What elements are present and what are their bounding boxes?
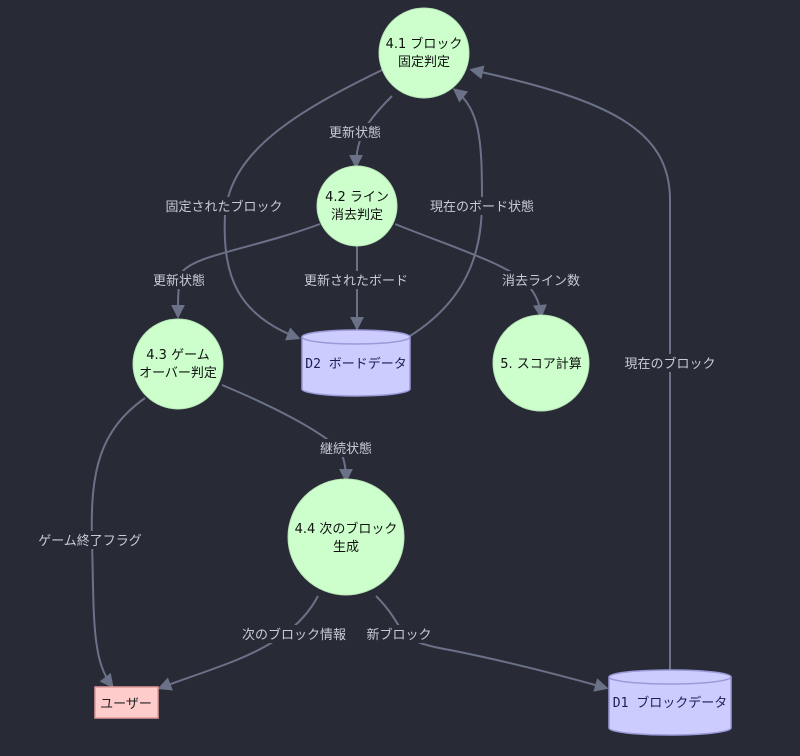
edge-label-e9: ゲーム終了フラグ	[34, 531, 146, 549]
edge-44-to-user	[157, 595, 319, 691]
process-5-label: 5. スコア計算	[500, 356, 582, 372]
process-4-4: 4.4 次のブロック 生成	[287, 478, 405, 596]
edge-43-to-44	[221, 384, 353, 483]
store-d1: D1 ブロックデータ	[608, 669, 732, 736]
edge-42-to-5	[394, 223, 547, 319]
edge-label-e8: 継続状態	[316, 439, 376, 457]
process-4-1-line1: 4.1 ブロック	[386, 36, 463, 52]
edge-label-e7: 現在のブロック	[620, 354, 720, 372]
edge-label-e11: 新ブロック	[362, 625, 436, 643]
process-4-2-line1: 4.2 ライン	[325, 190, 389, 205]
edge-label-e11-text: 新ブロック	[366, 627, 431, 643]
process-4-2-line2: 消去判定	[331, 208, 383, 223]
edge-label-e1-text: 更新状態	[329, 125, 381, 141]
process-4-1: 4.1 ブロック 固定判定	[378, 7, 470, 99]
edge-d1-to-41	[469, 65, 671, 670]
edge-label-e10: 次のブロック情報	[236, 625, 352, 643]
edge-label-e8-text: 継続状態	[320, 441, 372, 457]
edge-label-e2-text: 固定されたブロック	[165, 199, 282, 215]
process-4-3-line2: オーバー判定	[139, 366, 217, 381]
edge-label-e1: 更新状態	[326, 123, 384, 141]
process-4-1-line2: 固定判定	[398, 55, 450, 70]
edge-label-e10-text: 次のブロック情報	[242, 627, 346, 643]
entity-user-label: ユーザー	[100, 697, 152, 712]
process-4-3-line1: 4.3 ゲーム	[146, 348, 209, 363]
edge-label-e4: 更新状態	[149, 271, 209, 289]
edge-label-e3: 現在のボード状態	[426, 197, 538, 215]
edge-label-e6: 消去ライン数	[498, 271, 584, 289]
process-4-2: 4.2 ライン 消去判定	[316, 165, 398, 247]
edge-44-to-d1	[375, 595, 609, 692]
entity-user: ユーザー	[94, 686, 159, 719]
process-4-4-line2: 生成	[333, 540, 359, 555]
edge-label-e6-text: 消去ライン数	[502, 274, 580, 289]
edge-label-e4-text: 更新状態	[153, 273, 205, 289]
edge-42-to-43	[171, 223, 321, 319]
edge-label-e7-text: 現在のブロック	[624, 356, 715, 372]
edge-label-e9-text: ゲーム終了フラグ	[38, 533, 142, 549]
store-d2: D2 ボードデータ	[301, 329, 411, 397]
store-d2-label: D2 ボードデータ	[305, 356, 406, 372]
edge-label-e5-text: 更新されたボード	[304, 273, 408, 289]
edge-label-e2: 固定されたブロック	[162, 197, 286, 215]
process-5: 5. スコア計算	[492, 314, 590, 412]
process-4-3: 4.3 ゲーム オーバー判定	[132, 318, 224, 410]
store-d1-label: D1 ブロックデータ	[613, 695, 727, 711]
edge-label-e3-text: 現在のボード状態	[430, 199, 534, 215]
process-4-4-line1: 4.4 次のブロック	[295, 521, 398, 537]
edge-label-e5: 更新されたボード	[300, 271, 412, 289]
